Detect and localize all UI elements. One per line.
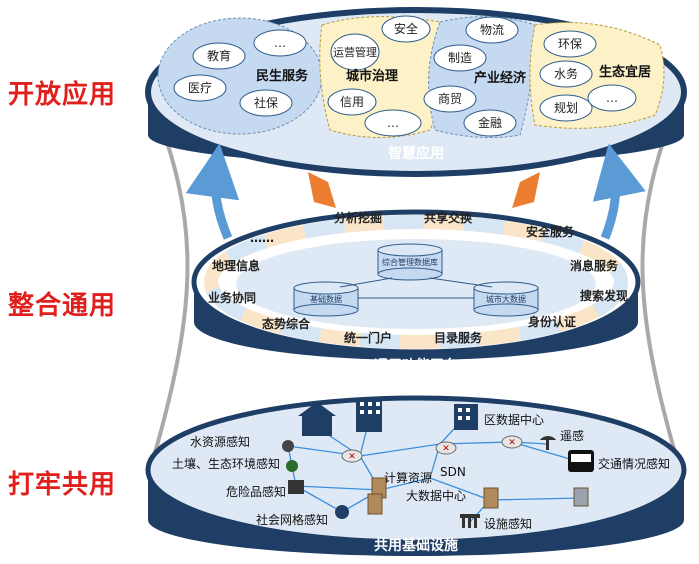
top-layer: 教育 … 医疗 社保 民生服务 运营管理 安全 信用 … 城市治理 物流 制造 … (145, 7, 687, 177)
db-right-label: 城市大数据 (486, 294, 526, 304)
node-label: 区数据中心 (484, 412, 544, 427)
middle-band-label: 通用功能平台 (374, 357, 458, 374)
top-band-label: 智慧应用 (387, 145, 444, 162)
app-item: 运营管理 (333, 45, 377, 59)
side-label-foundation: 打牢共用 (8, 470, 117, 500)
node-label: 土壤、生态环境感知 (172, 456, 280, 471)
down-arrow-left-icon (308, 172, 336, 208)
bottom-layer: ✕ ✕ ✕ 区数据中心 水资源感知 遥感 土壤、生态环境感知 SDN 交通情况感… (145, 395, 687, 556)
node-label: 设施感知 (484, 516, 532, 531)
middle-layer: 综合管理数据库 基础数据 城市大数据 分析挖掘 共享交换 安全服务 消息服务 搜… (191, 209, 641, 374)
ring-item: 目录服务 (434, 330, 483, 345)
node-label: 大数据中心 (406, 488, 466, 503)
app-item: 规划 (554, 100, 578, 115)
ring-item: 共享交换 (424, 210, 473, 225)
ring-item: 安全服务 (526, 224, 575, 239)
grid-sensor-icon (335, 505, 349, 519)
up-arrow-right-icon (592, 143, 646, 240)
soil-sensor-icon (286, 460, 298, 472)
db-right-icon (473, 281, 539, 317)
hourglass-right-edge (640, 94, 682, 471)
db-left-icon (293, 281, 359, 317)
group-title: 产业经济 (474, 70, 527, 86)
app-item: … (387, 116, 399, 130)
node-label: 交通情况感知 (598, 456, 670, 471)
ring-item: 态势综合 (262, 316, 311, 331)
bottom-band-label: 共用基础设施 (374, 537, 458, 554)
side-label-integrate: 整合通用 (8, 291, 117, 321)
app-item: 信用 (340, 95, 364, 109)
ring-item: 身份认证 (528, 314, 576, 329)
facility-icon (460, 514, 480, 528)
satellite-dish-icon (540, 435, 556, 450)
app-item: 教育 (207, 48, 231, 63)
app-item: 制造 (448, 51, 472, 65)
app-item: … (606, 91, 618, 105)
group-title: 民生服务 (256, 68, 309, 84)
router-icon: ✕ ✕ ✕ (341, 435, 523, 463)
up-arrow-left-icon (185, 143, 240, 240)
group-title: 城市治理 (346, 68, 398, 84)
node-label: 计算资源 (384, 470, 432, 485)
db-center-label: 综合管理数据库 (382, 257, 438, 267)
svg-text:✕: ✕ (442, 444, 450, 454)
app-item: 安全 (394, 21, 418, 36)
water-sensor-icon (282, 440, 294, 452)
server-icon (367, 477, 589, 515)
node-label: 水资源感知 (190, 434, 250, 449)
ring-item: 分析挖掘 (334, 210, 382, 225)
ring-item: 消息服务 (570, 258, 619, 273)
ring-item: 搜索发现 (580, 288, 628, 303)
app-item: 金融 (478, 115, 502, 130)
app-item: 商贸 (438, 91, 462, 106)
hourglass-left-edge (148, 94, 190, 471)
down-arrow-right-icon (512, 172, 540, 208)
ring-item: 业务协同 (208, 290, 256, 305)
app-item: 物流 (480, 23, 504, 37)
app-item: 水务 (554, 66, 578, 81)
group-title: 生态宜居 (599, 64, 651, 80)
side-label-open-apps: 开放应用 (8, 80, 117, 110)
app-item: … (274, 36, 286, 50)
ring-item: 统一门户 (344, 330, 392, 345)
node-label: 遥感 (560, 428, 584, 443)
app-item: 医疗 (188, 81, 212, 95)
svg-text:✕: ✕ (508, 438, 516, 448)
node-label: SDN (440, 465, 466, 479)
node-label: 危险品感知 (226, 484, 286, 499)
svg-text:✕: ✕ (348, 452, 356, 462)
app-item: 社保 (254, 95, 278, 110)
db-left-label: 基础数据 (310, 294, 342, 304)
node-label: 社会网格感知 (256, 512, 328, 527)
bus-icon (568, 450, 594, 472)
app-item: 环保 (558, 37, 582, 51)
ring-item: 地理信息 (212, 258, 260, 273)
hazard-sensor-icon (288, 480, 304, 494)
ring-item: …… (250, 231, 274, 245)
db-center-icon (377, 243, 443, 281)
